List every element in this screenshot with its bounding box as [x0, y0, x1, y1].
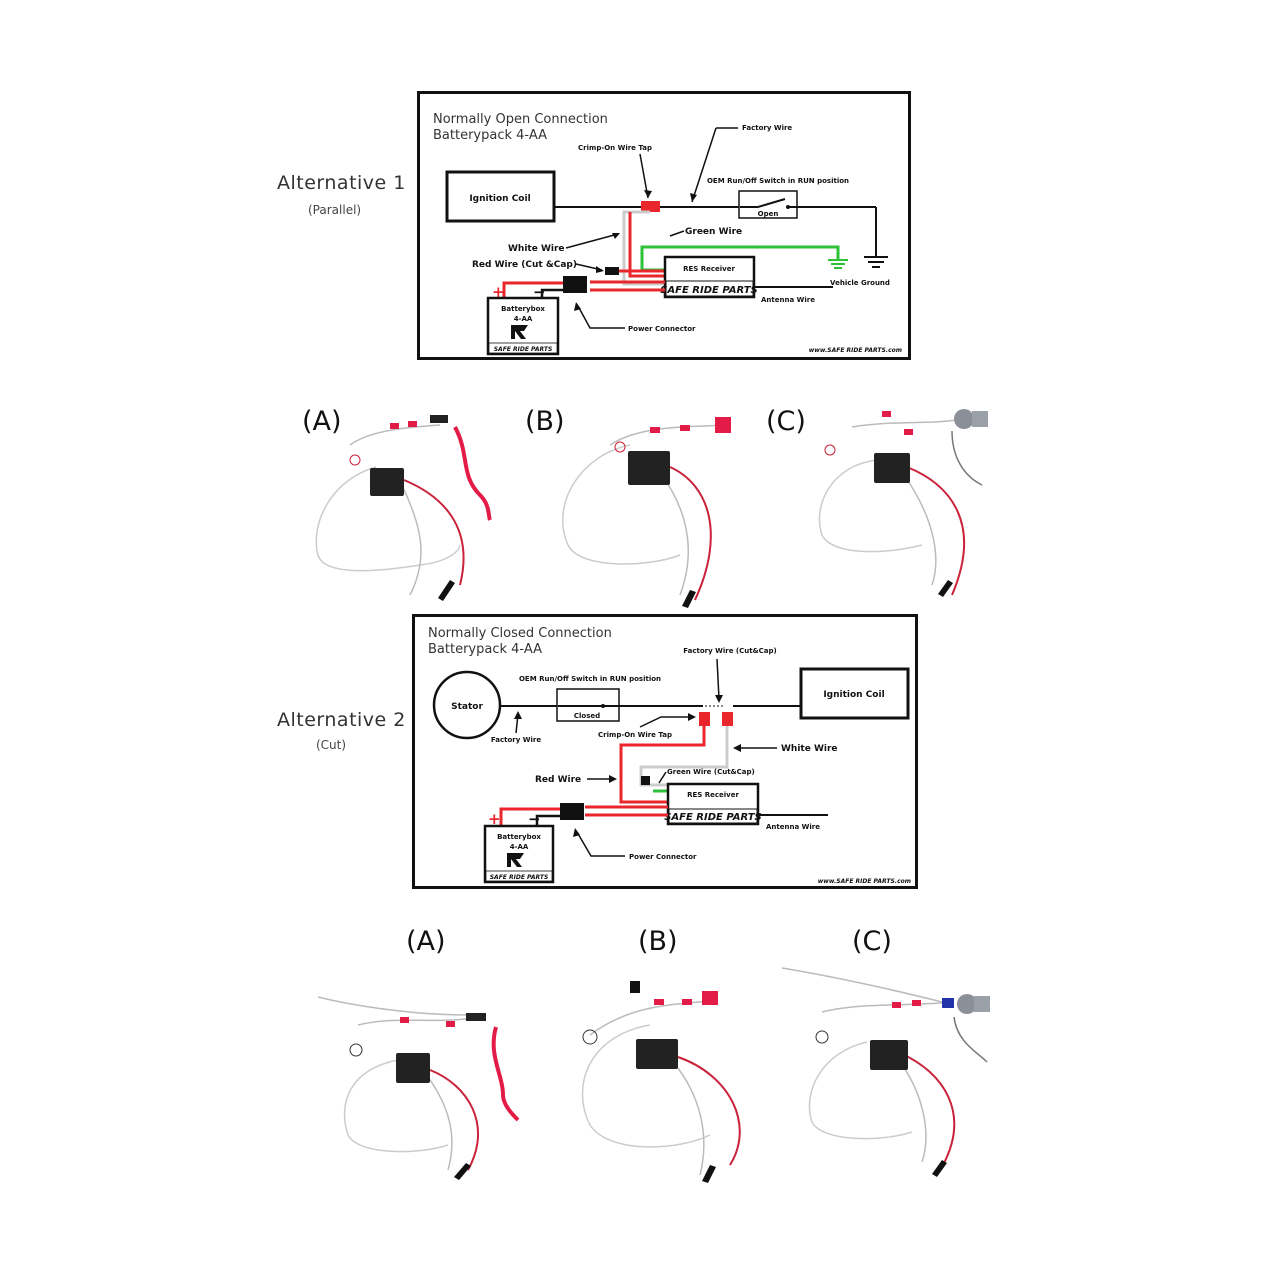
alt2-oem-switch-label: OEM Run/Off Switch in RUN position	[519, 675, 661, 683]
alt1-ignition-coil-label: Ignition Coil	[469, 194, 530, 204]
alt1-batterybox-line1: Batterybox	[501, 305, 545, 313]
alt1-photo-label-a: (A)	[302, 406, 342, 437]
alt1-power-connector	[563, 276, 587, 293]
alt2-photo-label-a: (A)	[406, 926, 446, 957]
alt2-factory-wire-cut-label: Factory Wire (Cut&Cap)	[683, 647, 776, 655]
alt2-url: www.SAFE RIDE PARTS.com	[818, 878, 911, 885]
alt2-stator-label: Stator	[451, 702, 483, 712]
alt2-photo-label-b: (B)	[638, 926, 678, 957]
alt1-wiring-diagram: Normally Open Connection Batterypack 4-A…	[417, 91, 911, 360]
alt2-title: Alternative 2	[277, 709, 406, 731]
alt1-green-wire-label: Green Wire	[685, 227, 742, 237]
alt2-photo-a	[318, 996, 520, 1180]
alt1-heading-2: Batterypack 4-AA	[433, 128, 547, 143]
alt1-subtitle: (Parallel)	[308, 203, 362, 217]
alt1-red-wire-cap	[605, 267, 619, 275]
alt2-photo-b	[581, 981, 741, 1183]
alt1-white-wire-label: White Wire	[508, 244, 565, 254]
alt2-res-receiver-label: RES Receiver	[687, 791, 739, 799]
alt2-minus-sign: −	[528, 810, 541, 828]
alt2-wiring-diagram: Normally Closed Connection Batterypack 4…	[412, 614, 918, 889]
alt1-photo-c	[818, 409, 988, 597]
alt1-res-brand: SAFE RIDE PARTS	[660, 285, 758, 296]
alt1-photo-label-c: (C)	[766, 406, 806, 437]
alt2-crimp-tap-1	[699, 712, 710, 726]
alt2-batterybox-line2: 4-AA	[510, 843, 529, 851]
alt2-batterybox-logo-icon	[507, 853, 524, 867]
alt2-closed-label: Closed	[574, 712, 600, 720]
alt1-red-wire-label: Red Wire (Cut &Cap)	[472, 260, 577, 270]
alt1-batterybox-line2: 4-AA	[514, 315, 533, 323]
alt2-heading-2: Batterypack 4-AA	[428, 642, 542, 657]
alt2-red-wire-label: Red Wire	[535, 775, 581, 785]
alt1-crimp-tap	[641, 201, 660, 212]
alt2-batterybox-line1: Batterybox	[497, 833, 541, 841]
alt2-photo-label-c: (C)	[852, 926, 892, 957]
alt2-factory-wire-label: Factory Wire	[491, 736, 541, 744]
alt1-oem-switch-label: OEM Run/Off Switch in RUN position	[707, 177, 849, 185]
alt1-title: Alternative 1	[277, 172, 406, 194]
alt2-res-brand: SAFE RIDE PARTS	[664, 812, 762, 823]
alt2-white-wire-label: White Wire	[781, 744, 838, 754]
alt2-batterybox-brand: SAFE RIDE PARTS	[490, 874, 549, 881]
alt2-photo-c	[782, 967, 990, 1177]
alt1-batterybox-brand: SAFE RIDE PARTS	[494, 346, 553, 353]
alt2-green-wire-label: Green Wire (Cut&Cap)	[667, 768, 755, 776]
alt1-batterybox-logo-icon	[511, 325, 528, 339]
alt2-ignition-coil-box	[799, 667, 910, 720]
alt1-photo-b	[562, 417, 731, 608]
alt2-heading-1: Normally Closed Connection	[428, 626, 612, 641]
alt2-subtitle: (Cut)	[316, 738, 347, 752]
alt1-factory-wire-label: Factory Wire	[742, 124, 792, 132]
alt1-crimp-tap-label: Crimp-On Wire Tap	[578, 144, 652, 152]
alt2-antenna-wire-label: Antenna Wire	[766, 823, 820, 831]
alt1-open-label: Open	[758, 210, 779, 218]
alt1-res-receiver-label: RES Receiver	[683, 265, 735, 273]
alt1-photo-a	[315, 415, 492, 601]
alt2-ignition-coil-label: Ignition Coil	[823, 690, 884, 700]
alt2-plus-sign: +	[488, 810, 501, 828]
alt2-power-connector-label: Power Connector	[629, 853, 697, 861]
alt2-crimp-tap-label: Crimp-On Wire Tap	[598, 731, 672, 739]
alt1-antenna-wire-label: Antenna Wire	[761, 296, 815, 304]
alt1-ignition-coil-box	[445, 170, 556, 223]
alt1-vehicle-ground-label: Vehicle Ground	[830, 279, 890, 287]
alt1-photo-label-b: (B)	[525, 406, 565, 437]
alt2-power-connector	[560, 803, 584, 820]
alt1-minus-sign: −	[533, 283, 546, 301]
alt1-power-connector-label: Power Connector	[628, 325, 696, 333]
alt1-heading-1: Normally Open Connection	[433, 112, 608, 127]
alt2-green-wire-cap	[641, 776, 650, 785]
alt2-crimp-tap-2	[722, 712, 733, 726]
alt1-plus-sign: +	[492, 283, 505, 301]
alt1-url: www.SAFE RIDE PARTS.com	[809, 347, 902, 354]
